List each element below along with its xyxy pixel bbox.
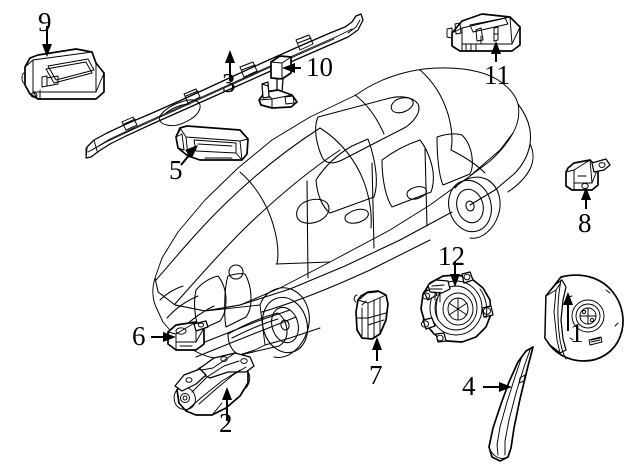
- callout-label-5[interactable]: 5: [169, 155, 183, 185]
- part-4-seat-side-airbag: [488, 346, 534, 462]
- part-10-curtain-airbag-bracket: [258, 55, 298, 109]
- callout-label-10[interactable]: 10: [306, 52, 333, 82]
- callout-label-1[interactable]: 1: [570, 318, 584, 348]
- part-9-airbag-control-module: [21, 48, 105, 100]
- part-5-curtain-inflator-module: [175, 125, 249, 161]
- part-3-roof-rail-curtain-airbag: [85, 13, 364, 159]
- callout-label-8[interactable]: 8: [578, 208, 592, 238]
- callout-leaders: [42, 26, 591, 421]
- callout-label-3[interactable]: 3: [222, 68, 236, 98]
- part-12-clockspring: [420, 271, 494, 343]
- callout-label-7[interactable]: 7: [369, 360, 383, 390]
- part-11-rollover-sensor-module: [446, 13, 521, 52]
- part-1-driver-airbag-module: [544, 274, 624, 362]
- callout-label-2[interactable]: 2: [219, 408, 233, 438]
- part-6-front-impact-sensor: [167, 320, 209, 351]
- part-2-passenger-airbag-module: [173, 352, 255, 416]
- callout-label-4[interactable]: 4: [462, 371, 476, 401]
- callout-label-11[interactable]: 11: [484, 60, 510, 90]
- part-7-side-impact-sensor: [353, 290, 389, 340]
- callout-label-6[interactable]: 6: [132, 321, 146, 351]
- part-8-rear-satellite-sensor: [565, 158, 611, 191]
- callout-label-12[interactable]: 12: [438, 241, 465, 271]
- callout-label-9[interactable]: 9: [38, 7, 52, 37]
